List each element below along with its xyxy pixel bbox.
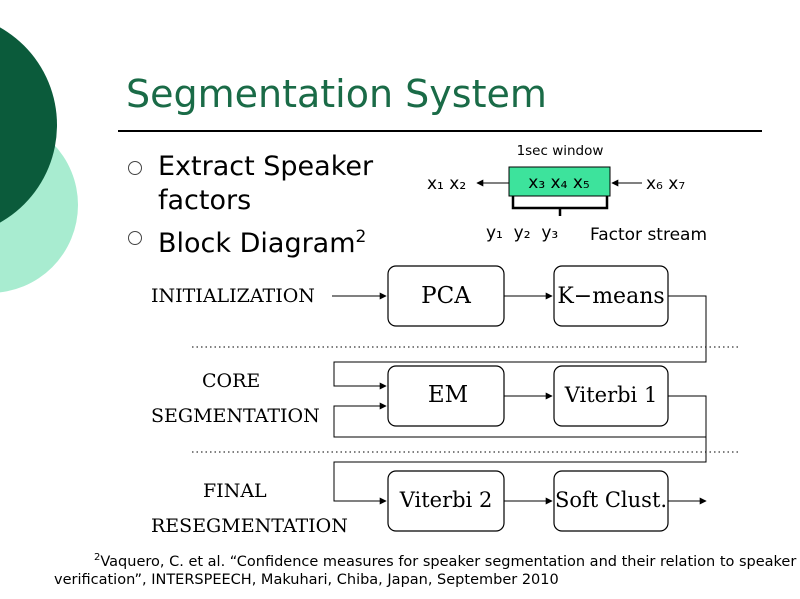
window-items: x₃ x₄ x₅: [528, 173, 589, 193]
dark-green-circle: [0, 27, 57, 223]
bullet-circle-icon: [128, 161, 142, 175]
window-bracket: [511, 196, 609, 216]
left-items: x₁ x₂: [427, 174, 466, 194]
stage-label-core: CORE: [202, 370, 260, 392]
bullet-text: Extract Speaker factors: [158, 151, 374, 216]
window-box: [508, 166, 611, 197]
bullet-text: Block Diagram: [158, 228, 356, 259]
bullet-circle-icon: [128, 231, 142, 245]
stage-label-initialization: INITIALIZATION: [151, 285, 315, 307]
connectors: [332, 292, 707, 505]
window-label: 1sec window: [517, 143, 604, 159]
bullet-list: Extract Speaker factors Block Diagram2: [128, 150, 408, 263]
bullet-item: Extract Speaker factors: [128, 150, 408, 218]
bullet-item: Block Diagram2: [128, 220, 408, 261]
output-items: y₁ y₂ y₃: [486, 223, 558, 243]
stage-label-segmentation: SEGMENTATION: [151, 405, 320, 427]
stage-label-final: FINAL: [203, 480, 267, 502]
arrow-kmeans-to-em: [333, 295, 707, 390]
block-diagram: INITIALIZATION CORE SEGMENTATION FINAL R…: [151, 265, 738, 537]
softclust-label: Soft Clust.: [555, 488, 667, 512]
viterbi1-label: Viterbi 1: [564, 383, 658, 407]
window-diagram: 1sec window x₃ x₄ x₅ x₁ x₂ x₆ x₇ y₁ y₂ y…: [427, 143, 707, 245]
right-items: x₆ x₇: [646, 174, 685, 194]
slide-title: Segmentation System: [126, 72, 547, 116]
pca-label: PCA: [421, 283, 471, 309]
footnote-reference: 2: [355, 227, 367, 247]
factor-stream-label: Factor stream: [590, 225, 707, 245]
em-label: EM: [428, 382, 468, 408]
title-divider: [118, 130, 762, 132]
arrow-core-to-viterbi2: [333, 437, 707, 505]
stage-label-resegmentation: RESEGMENTATION: [151, 515, 348, 537]
kmeans-label: K−means: [557, 284, 664, 309]
viterbi2-label: Viterbi 2: [399, 488, 493, 512]
footnote-text: Vaquero, C. et al. “Confidence measures …: [54, 553, 797, 588]
arrow-viterbi1-loop-to-em: [333, 395, 707, 438]
footnote: 2Vaquero, C. et al. “Confidence measures…: [54, 549, 799, 589]
footnote-mark: 2: [94, 552, 101, 563]
